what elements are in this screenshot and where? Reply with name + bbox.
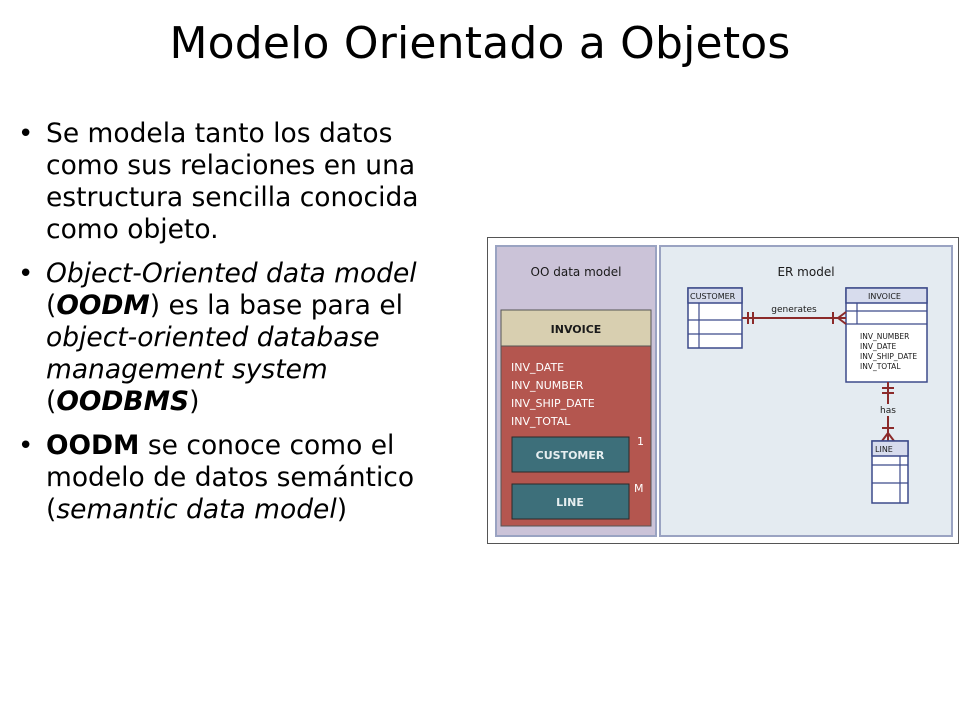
text-run: ( [46, 290, 57, 321]
bullet-line: object-oriented database [46, 322, 478, 354]
oo-panel-heading: OO data model [531, 265, 622, 279]
text-run: Object-Oriented data model [46, 258, 417, 289]
er-line-name: LINE [875, 445, 893, 454]
oo-attribute: INV_SHIP_DATE [511, 397, 595, 410]
invoice-object-name: INVOICE [551, 323, 602, 336]
text-run: Se modela tanto los datos [46, 118, 393, 149]
text-run: como objeto. [46, 214, 219, 245]
bullet-line: Object-Oriented data model [46, 258, 478, 290]
text-run: OODM [56, 290, 150, 321]
er-invoice-entity [845, 287, 928, 383]
slide-title: Modelo Orientado a Objetos [169, 18, 791, 69]
text-run: ) [189, 386, 200, 417]
oo-line-label: LINE [556, 496, 584, 509]
bullet-text: Object-Oriented data model(OODM) es la b… [46, 258, 478, 418]
text-run: management system [46, 354, 328, 385]
bullet-dot: • [18, 119, 34, 149]
oo-attribute: INV_DATE [511, 361, 564, 374]
bullet-line: (OODBMS) [46, 386, 478, 418]
oo-attribute: INV_TOTAL [511, 415, 571, 428]
bullet-item: •Object-Oriented data model(OODM) es la … [16, 258, 478, 418]
text-run: ) es la base para el [149, 290, 403, 321]
er-line-entity [871, 440, 909, 504]
oo-attribute: INV_NUMBER [511, 379, 584, 392]
er-invoice-attribute: INV_TOTAL [860, 362, 901, 371]
er-generates-label: generates [771, 305, 817, 315]
text-run: object-oriented database [46, 322, 380, 353]
er-generates-relationship [742, 311, 847, 325]
er-panel-heading: ER model [777, 265, 834, 279]
er-customer-name: CUSTOMER [690, 292, 736, 301]
bullet-line: Se modela tanto los datos [46, 118, 478, 150]
er-invoice-name: INVOICE [868, 292, 901, 301]
er-customer-entity [687, 287, 743, 349]
oo-customer-box [511, 436, 630, 473]
bullet-line: estructura sencilla conocida [46, 182, 478, 214]
text-run: OODM [46, 430, 140, 461]
bullet-line: OODM se conoce como el [46, 430, 478, 462]
bullet-dot: • [18, 259, 34, 289]
text-run: como sus relaciones en una [46, 150, 416, 181]
text-run: OODBMS [56, 386, 190, 417]
has-label-backdrop [878, 404, 898, 416]
bullet-line: como sus relaciones en una [46, 150, 478, 182]
bullet-line: como objeto. [46, 214, 478, 246]
text-run: ) [336, 494, 348, 525]
oo-customer-label: CUSTOMER [536, 449, 605, 462]
cardinality-many: M [634, 482, 644, 495]
bullet-line: modelo de datos semántico [46, 462, 478, 494]
text-run: estructura sencilla conocida [46, 182, 419, 213]
cardinality-one: 1 [637, 435, 644, 448]
invoice-object-header [500, 309, 652, 347]
er-invoice-attribute: INV_SHIP_DATE [860, 352, 917, 361]
bullet-line: management system [46, 354, 478, 386]
text-run: ( [46, 494, 57, 525]
text-run: se conoce como el [139, 430, 395, 461]
oo-line-box [511, 483, 630, 520]
diagram-canvas: OO data model INVOICE INV_DATE INV_NUMBE… [495, 245, 953, 537]
er-has-label: has [880, 406, 896, 416]
text-run: semantic data model [56, 494, 337, 525]
er-invoice-attribute: INV_DATE [860, 342, 896, 351]
data-model-figure: OO data model INVOICE INV_DATE INV_NUMBE… [487, 237, 959, 544]
bullet-dot: • [18, 431, 34, 461]
bullet-line: (semantic data model) [46, 494, 478, 526]
er-has-relationship [881, 382, 895, 442]
bullet-line: (OODM) es la base para el [46, 290, 478, 322]
er-invoice-attribute: INV_NUMBER [860, 332, 909, 341]
text-run: ( [46, 386, 57, 417]
text-run: modelo de datos semántico [46, 462, 415, 493]
